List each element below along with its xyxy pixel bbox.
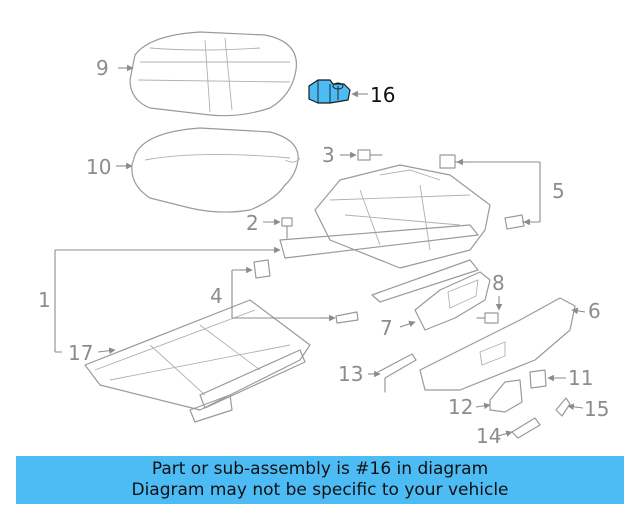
info-banner-line-1: Part or sub-assembly is #16 in diagram bbox=[151, 459, 489, 479]
clip-part-4a bbox=[253, 259, 271, 279]
switch-part-12 bbox=[489, 379, 523, 413]
clip-part-5b bbox=[504, 214, 525, 230]
callout-13: 13 bbox=[338, 362, 363, 386]
switch-part-11 bbox=[529, 369, 547, 389]
clip-part-4b bbox=[335, 311, 359, 324]
bolt-part-3 bbox=[357, 149, 383, 161]
callout-14: 14 bbox=[476, 424, 501, 448]
callout-12: 12 bbox=[448, 395, 473, 419]
callout-17: 17 bbox=[68, 341, 93, 365]
knob-part-14 bbox=[511, 417, 541, 439]
callout-7: 7 bbox=[380, 316, 393, 340]
callout-8: 8 bbox=[492, 271, 505, 295]
bolt-part-8 bbox=[476, 312, 499, 324]
callout-6: 6 bbox=[588, 299, 601, 323]
callout-16: 16 bbox=[370, 83, 395, 107]
seat-cushion-cover-part bbox=[129, 31, 297, 117]
leader-lines bbox=[54, 64, 586, 437]
callout-4: 4 bbox=[210, 284, 223, 308]
bracket-part-13 bbox=[377, 353, 417, 393]
side-cover-part-7 bbox=[414, 271, 491, 331]
seat-track-part bbox=[84, 299, 311, 423]
callout-15: 15 bbox=[584, 397, 609, 421]
callout-labels: 1 2 3 4 5 6 7 8 9 10 11 12 13 14 15 16 1… bbox=[38, 56, 609, 448]
seat-frame-part bbox=[279, 164, 491, 303]
seat-cushion-pad-part bbox=[131, 127, 301, 213]
callout-10: 10 bbox=[86, 155, 111, 179]
side-shield-part-6 bbox=[419, 297, 576, 391]
highlighted-part-16 bbox=[308, 79, 351, 104]
callout-1: 1 bbox=[38, 288, 51, 312]
callout-11: 11 bbox=[568, 366, 593, 390]
callout-9: 9 bbox=[96, 56, 109, 80]
info-banner: Part or sub-assembly is #16 in diagram D… bbox=[16, 456, 624, 504]
callout-5: 5 bbox=[552, 179, 565, 203]
info-banner-line-2: Diagram may not be specific to your vehi… bbox=[131, 480, 509, 500]
screw-part-2 bbox=[281, 217, 293, 239]
clip-part-15 bbox=[555, 397, 571, 417]
callout-3: 3 bbox=[322, 143, 335, 167]
callout-2: 2 bbox=[246, 211, 259, 235]
clip-part-5a bbox=[439, 154, 456, 169]
